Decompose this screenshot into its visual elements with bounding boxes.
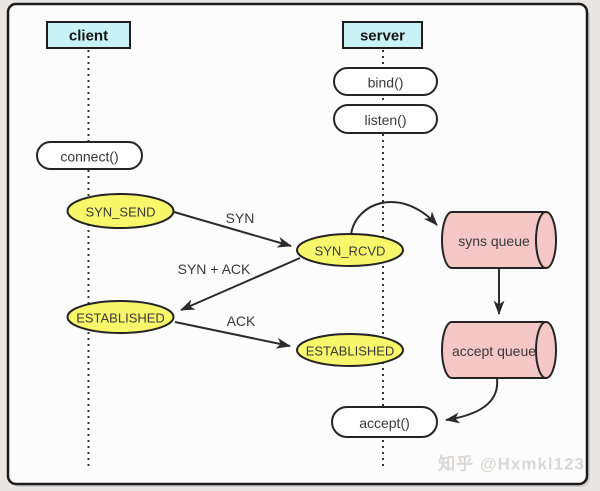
listen-call [333,104,438,134]
syn-rcvd-state [296,233,404,267]
connect-call [36,141,143,170]
accept-call [331,406,438,438]
established-server-state-label: ESTABLISHED [306,344,395,359]
syn-rcvd-to-syns-queue-arrow [350,201,438,236]
syn-rcvd-state-label: SYN_RCVD [315,244,386,259]
syn-send-state-label: SYN_SEND [85,205,155,220]
ack-message-label: ACK [227,313,256,329]
watermark: 知乎 @Hxmkl123 [437,454,585,474]
accept-queue-label: accept queue [452,343,536,359]
syns-queue-label: syns queue [458,233,530,249]
established-server-state [296,333,404,367]
accept-call-label: accept() [359,415,410,431]
established-client-state [66,300,175,334]
connect-call-label: connect() [60,149,118,165]
syn-send-state [66,193,175,229]
bind-call-label: bind() [368,75,404,91]
server-box [342,21,423,49]
client-label: client [69,28,108,45]
syn-arrow [173,211,292,248]
bind-call [333,67,438,96]
syn-ack-message-label: SYN + ACK [178,261,251,277]
accept-queue-cylinder: accept queue [441,321,557,379]
listen-call-label: listen() [364,112,406,128]
client-box [46,21,131,49]
syn-message-label: SYN [226,210,255,226]
syn-ack-arrow [180,257,301,311]
accept-queue-to-accept-arrow [445,378,499,424]
syns-queue-cylinder: syns queue [441,211,557,269]
ack-arrow [174,321,291,349]
diagram-frame [6,2,589,486]
established-client-state-label: ESTABLISHED [76,311,165,326]
server-label: server [360,28,405,45]
